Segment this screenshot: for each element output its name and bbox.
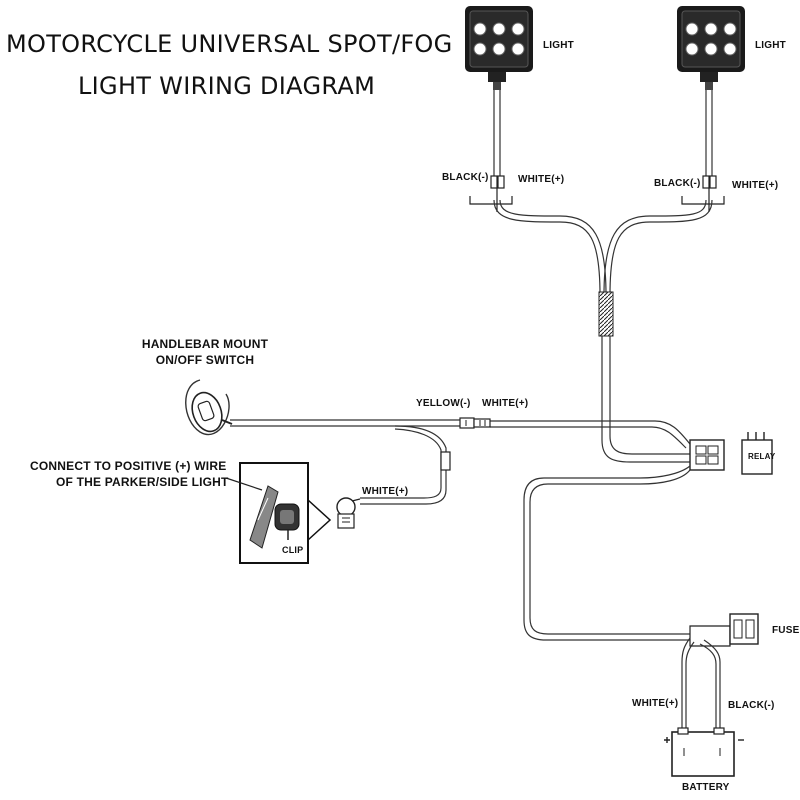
- parker-branch: [360, 425, 447, 505]
- handlebar-switch-icon: [185, 379, 233, 436]
- handlebar-switch-label: HANDLEBAR MOUNT ON/OFF SWITCH: [140, 336, 270, 368]
- parker-connect-label-line1: CONNECT TO POSITIVE (+) WIRE: [30, 459, 227, 473]
- left-black-label: BLACK(-): [442, 172, 489, 183]
- right-white-label: WHITE(+): [732, 180, 779, 191]
- left-light-icon: [465, 6, 533, 90]
- braided-sleeve: [598, 291, 614, 337]
- trunk-to-relay: [601, 336, 690, 463]
- relay-to-fuse: [523, 465, 691, 641]
- light-connectors: [490, 175, 717, 189]
- y-harness: [493, 199, 713, 296]
- battery-leads: [681, 637, 721, 728]
- relay-icon: [741, 432, 773, 475]
- parker-connect-label-line2: OF THE PARKER/SIDE LIGHT: [56, 475, 229, 489]
- parker-connect-label: CONNECT TO POSITIVE (+) WIRE OF THE PARK…: [30, 458, 229, 490]
- switch-harness: [230, 419, 691, 449]
- parker-fuse-connector: [440, 451, 451, 471]
- yellow-wire-label: YELLOW(-): [416, 398, 471, 409]
- fuse-label: FUSE: [772, 625, 800, 636]
- polarity-brackets: [469, 188, 725, 212]
- relay-connector: [689, 439, 725, 471]
- battery-white-label: WHITE(+): [632, 698, 679, 709]
- left-light-label: LIGHT: [543, 40, 574, 51]
- diagram-title-line2: LIGHT WIRING DIAGRAM: [78, 72, 376, 100]
- diagram-title-line1: MOTORCYCLE UNIVERSAL SPOT/FOG: [6, 30, 453, 58]
- battery-black-label: BLACK(-): [728, 700, 775, 711]
- handlebar-switch-label-line2: ON/OFF SWITCH: [155, 353, 255, 367]
- light-leads: [493, 90, 713, 176]
- right-black-label: BLACK(-): [654, 178, 701, 189]
- handlebar-switch-label-line1: HANDLEBAR MOUNT: [141, 337, 269, 351]
- right-light-label: LIGHT: [755, 40, 786, 51]
- relay-label: RELAY: [748, 452, 776, 461]
- clip-wire-white-label: WHITE(+): [362, 486, 409, 497]
- parker-clip-box: [225, 462, 332, 564]
- fuse-icon: [689, 613, 759, 647]
- clip-connector-icon: [336, 497, 361, 529]
- left-white-label: WHITE(+): [518, 174, 565, 185]
- right-light-icon: [677, 6, 745, 90]
- battery-icon: [664, 727, 744, 777]
- battery-label: BATTERY: [682, 782, 730, 793]
- clip-label: CLIP: [282, 545, 304, 555]
- switch-inline-connector: [459, 417, 491, 429]
- white-wire-label: WHITE(+): [482, 398, 529, 409]
